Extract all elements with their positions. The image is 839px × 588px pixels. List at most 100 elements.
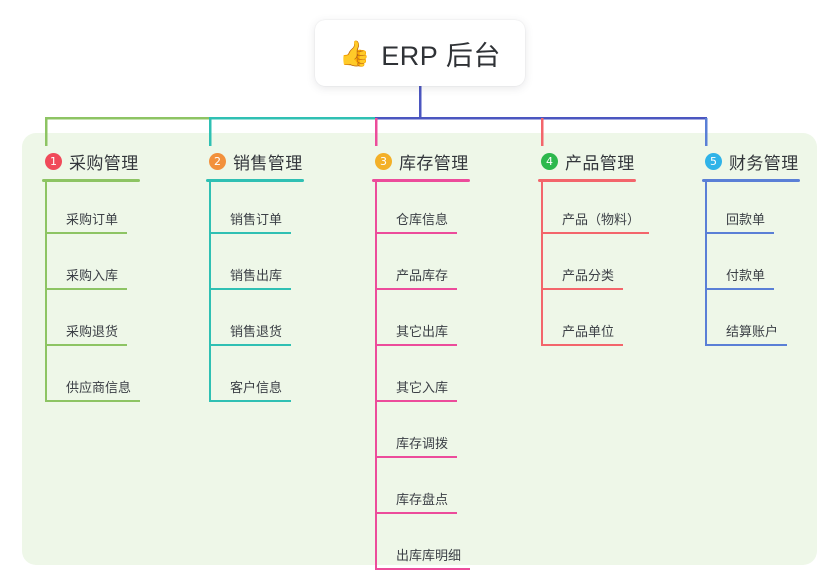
leaf-item[interactable]: 产品分类 (538, 238, 636, 294)
branch-header-rule (702, 179, 800, 182)
leaf-item-label: 客户信息 (230, 380, 283, 395)
leaf-item-rule (541, 288, 623, 290)
leaf-item[interactable]: 产品单位 (538, 294, 636, 350)
leaf-item-label: 回款单 (726, 212, 766, 227)
leaf-item[interactable]: 产品库存 (372, 238, 470, 294)
branch-header-rule (538, 179, 636, 182)
leaf-item-label: 其它入库 (396, 380, 449, 395)
branch-item-list: 销售订单销售出库销售退货客户信息 (206, 182, 304, 406)
leaf-item[interactable]: 其它入库 (372, 350, 470, 406)
leaf-item[interactable]: 出库库明细 (372, 518, 470, 574)
leaf-item-rule (209, 344, 291, 346)
branch-title: 财务管理 (729, 153, 799, 173)
leaf-item-label: 其它出库 (396, 324, 449, 339)
leaf-item[interactable]: 采购订单 (42, 182, 140, 238)
leaf-item-label: 销售订单 (230, 212, 283, 227)
leaf-item-rule (705, 232, 774, 234)
leaf-item[interactable]: 结算账户 (702, 294, 800, 350)
leaf-item-rule (209, 232, 291, 234)
leaf-item-label: 采购订单 (66, 212, 119, 227)
leaf-item-label: 库存调拨 (396, 436, 449, 451)
branch-item-list: 产品（物料） 产品分类产品单位 (538, 182, 649, 350)
leaf-item-rule (375, 568, 470, 570)
leaf-item[interactable]: 供应商信息 (42, 350, 140, 406)
leaf-item-label: 销售出库 (230, 268, 283, 283)
leaf-item-rule (375, 288, 457, 290)
leaf-item-label: 产品单位 (562, 324, 615, 339)
branch-spine (375, 182, 377, 570)
leaf-item-label: 产品分类 (562, 268, 615, 283)
leaf-item[interactable]: 销售出库 (206, 238, 304, 294)
leaf-item-rule (541, 344, 623, 346)
branch-item-list: 仓库信息产品库存其它出库其它入库库存调拨库存盘点出库库明细 (372, 182, 470, 574)
root-node-card[interactable]: 👍 ERP 后台 (315, 20, 525, 86)
leaf-item-rule (375, 456, 457, 458)
leaf-item-rule (45, 344, 127, 346)
branch-column-5: 5 财务管理回款单付款单结算账户 (702, 148, 800, 350)
branch-item-list: 回款单付款单结算账户 (702, 182, 800, 350)
leaf-item[interactable]: 产品（物料） (538, 182, 649, 238)
leaf-item-label: 销售退货 (230, 324, 283, 339)
branch-spine (209, 182, 211, 402)
leaf-item-label: 付款单 (726, 268, 766, 283)
branch-column-4: 4 产品管理产品（物料） 产品分类产品单位 (538, 148, 649, 350)
branch-header-5[interactable]: 5 财务管理 (702, 148, 800, 174)
leaf-item-label: 产品库存 (396, 268, 449, 283)
leaf-item-rule (705, 288, 774, 290)
leaf-item-rule (375, 232, 457, 234)
leaf-item-rule (209, 400, 291, 402)
leaf-item-rule (705, 344, 787, 346)
leaf-item-label: 出库库明细 (396, 548, 462, 563)
root-node-title: ERP 后台 (381, 40, 501, 71)
leaf-item[interactable]: 库存盘点 (372, 462, 470, 518)
branch-column-2: 2 销售管理销售订单销售出库销售退货客户信息 (206, 148, 304, 406)
branch-column-3: 3 库存管理仓库信息产品库存其它出库其它入库库存调拨库存盘点出库库明细 (372, 148, 470, 574)
branch-title: 库存管理 (399, 153, 469, 173)
leaf-item-rule (375, 344, 457, 346)
leaf-item[interactable]: 采购入库 (42, 238, 140, 294)
branch-spine (45, 182, 47, 402)
leaf-item-rule (45, 400, 140, 402)
leaf-item-rule (375, 512, 457, 514)
diagram-background-panel (22, 133, 817, 565)
branch-spine (541, 182, 543, 346)
branch-header-3[interactable]: 3 库存管理 (372, 148, 470, 174)
branch-number-badge: 5 (705, 152, 722, 170)
branch-title: 产品管理 (565, 153, 635, 173)
leaf-item[interactable]: 付款单 (702, 238, 800, 294)
branch-header-rule (42, 179, 140, 182)
leaf-item[interactable]: 销售订单 (206, 182, 304, 238)
leaf-item-rule (375, 400, 457, 402)
leaf-item[interactable]: 客户信息 (206, 350, 304, 406)
branch-header-2[interactable]: 2 销售管理 (206, 148, 304, 174)
branch-spine (705, 182, 707, 346)
branch-item-list: 采购订单采购入库采购退货供应商信息 (42, 182, 140, 406)
branch-header-rule (372, 179, 470, 182)
branch-number-badge: 3 (375, 152, 392, 170)
leaf-item[interactable]: 采购退货 (42, 294, 140, 350)
leaf-item-rule (209, 288, 291, 290)
leaf-item[interactable]: 回款单 (702, 182, 800, 238)
branch-number-badge: 4 (541, 152, 558, 170)
leaf-item-rule (45, 232, 127, 234)
leaf-item-rule (541, 232, 649, 234)
branch-title: 销售管理 (233, 153, 303, 173)
leaf-item[interactable]: 销售退货 (206, 294, 304, 350)
thumbs-up-icon: 👍 (339, 38, 371, 68)
leaf-item-label: 结算账户 (726, 324, 779, 339)
leaf-item-label: 库存盘点 (396, 492, 449, 507)
branch-number-badge: 2 (209, 152, 226, 170)
branch-header-rule (206, 179, 304, 182)
branch-number-badge: 1 (45, 152, 62, 170)
leaf-item-label: 仓库信息 (396, 212, 449, 227)
branch-header-4[interactable]: 4 产品管理 (538, 148, 636, 174)
leaf-item[interactable]: 其它出库 (372, 294, 470, 350)
leaf-item[interactable]: 仓库信息 (372, 182, 470, 238)
leaf-item-label: 产品（物料） (562, 212, 641, 227)
leaf-item[interactable]: 库存调拨 (372, 406, 470, 462)
leaf-item-label: 供应商信息 (66, 380, 132, 395)
leaf-item-label: 采购退货 (66, 324, 119, 339)
